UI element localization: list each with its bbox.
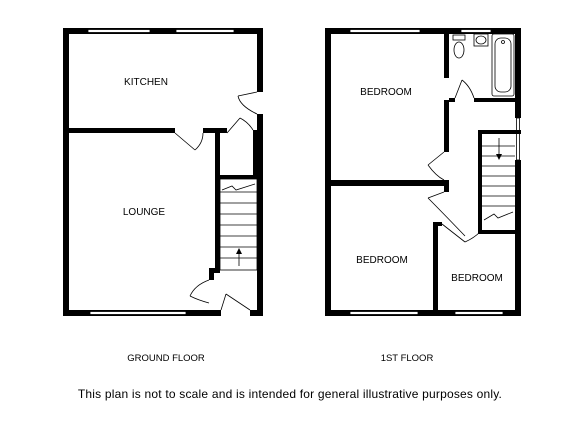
bathroom-bottom-wall [474,98,521,102]
first-wall-top [325,28,521,34]
ground-wall-top [63,28,263,34]
bedroom-2-window [349,311,419,315]
ground-wall-bottom-right [250,310,263,316]
ground-wall-left [63,28,69,316]
kitchen-lounge-wall-right [203,128,227,133]
rear-door [237,91,258,115]
bedroom-2-wall-right [444,186,449,192]
hall-wall-lower [209,268,214,280]
bedroom-1-bath-wall [444,28,449,78]
stair-well-wall-bottom [478,230,521,234]
stair-well-wall-top [480,130,521,134]
bedroom-2-label: BEDROOM [356,255,408,266]
first-floor-label: 1ST FLOOR [381,353,434,364]
bathroom-fittings [452,33,515,97]
store-door [226,117,254,134]
ground-wall-right-lower [257,114,263,316]
first-wall-right-lower [515,160,521,316]
bedroom-1-2-wall [325,180,449,186]
front-door-swing [189,279,210,304]
bedroom-3-top-wall [433,222,442,226]
bedroom-1-label: BEDROOM [360,87,412,98]
bathroom-door [454,79,475,99]
hall-wall [215,133,220,268]
first-wall-right-upper [515,28,521,118]
kitchen-window-left [87,29,151,33]
toilet-cistern [452,34,466,41]
first-staircase [482,138,515,221]
first-floor-plan [325,28,521,316]
bedroom-1-wall-lower [444,100,449,152]
first-wall-bottom [325,310,521,316]
bedroom-3-window [454,311,504,315]
stair-outline [219,178,258,271]
toilet-bowl [453,41,465,59]
bedroom-3-door [441,223,481,243]
ground-floor-label: GROUND FLOOR [127,353,205,364]
hall-wall-step [209,268,220,273]
store-wall-side [253,130,257,179]
stair-well-wall-left [478,130,482,234]
bedroom-1-window [349,29,421,33]
kitchen-window-right [175,29,235,33]
ground-floor-plan [63,28,263,316]
front-door [220,293,251,311]
bathroom-bottom-wall-left [449,98,455,102]
lounge-window [89,311,187,315]
bedroom-2-door [427,191,466,237]
lounge-label: LOUNGE [123,207,166,218]
kitchen-lounge-door [174,132,204,151]
bedroom-3-label: BEDROOM [451,273,503,284]
first-wall-left [325,28,331,316]
bedroom-2-3-wall [433,222,438,316]
bath-tub [491,33,515,97]
landing-window [516,117,520,161]
ground-staircase [219,178,258,271]
wash-basin [473,33,489,47]
disclaimer-text: This plan is not to scale and is intende… [77,387,503,401]
bedroom-1-door [427,151,445,181]
bathroom-window [460,29,492,33]
store-wall [220,175,257,179]
ground-wall-right-upper [257,28,263,92]
kitchen-label: KITCHEN [124,77,168,88]
kitchen-lounge-wall-left [63,128,175,133]
